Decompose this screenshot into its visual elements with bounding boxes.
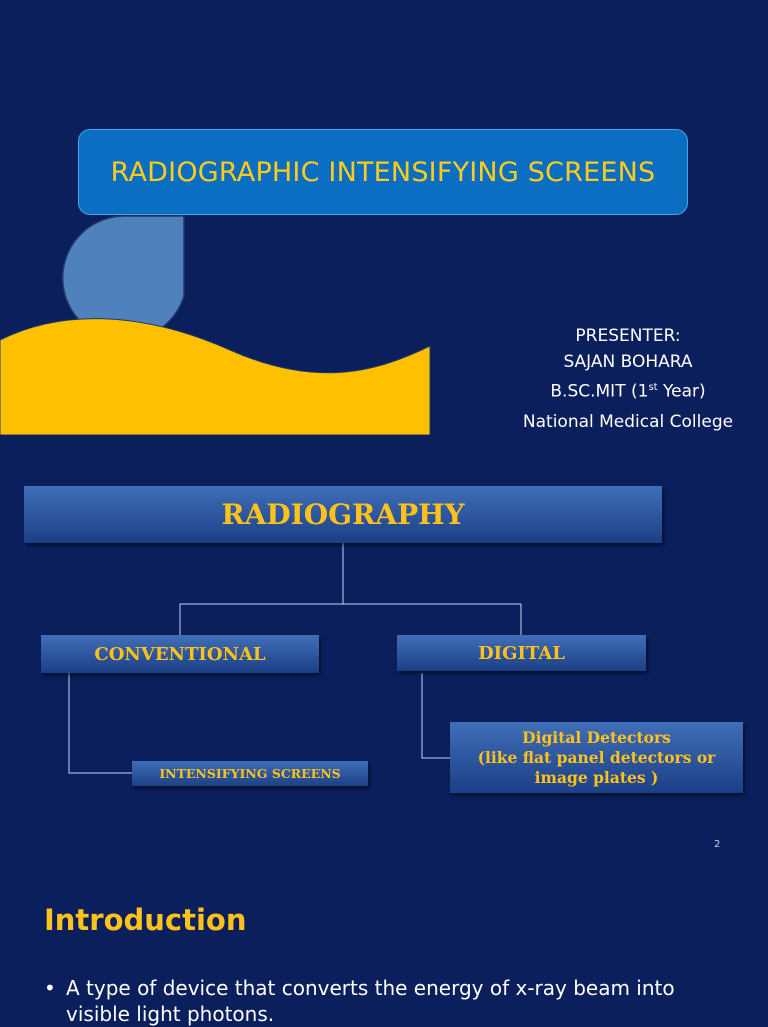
- connector-left-leaf: [68, 673, 132, 774]
- digital-detectors-box: Digital Detectors (like flat panel detec…: [450, 722, 743, 793]
- presenter-label: PRESENTER:: [575, 326, 681, 346]
- slide-title: RADIOGRAPHIC INTENSIFYING SCREENS: [110, 156, 656, 188]
- title-banner: RADIOGRAPHIC INTENSIFYING SCREENS: [78, 129, 688, 215]
- bullet-icon: •: [44, 976, 56, 1000]
- conventional-box: CONVENTIONAL: [41, 635, 319, 673]
- connector-right-leaf: [421, 673, 450, 759]
- introduction-slide: Introduction • A type of device that con…: [0, 865, 768, 1027]
- title-slide: RADIOGRAPHIC INTENSIFYING SCREENS PRESEN…: [0, 0, 768, 455]
- decorative-wave: [0, 318, 431, 435]
- bullet-text: A type of device that converts the energ…: [66, 976, 675, 1026]
- digital-box: DIGITAL: [397, 635, 646, 671]
- presenter-info: PRESENTER: SAJAN BOHARA B.SC.MIT (1st Ye…: [490, 323, 766, 435]
- page-number: 2: [714, 839, 721, 850]
- bullet-list: • A type of device that converts the ene…: [44, 975, 744, 1027]
- hierarchy-slide: RADIOGRAPHY CONVENTIONAL DIGITAL INTENSI…: [0, 455, 768, 865]
- introduction-heading: Introduction: [44, 903, 247, 937]
- list-item: • A type of device that converts the ene…: [44, 975, 744, 1027]
- presenter-course: B.SC.MIT (1st Year): [550, 381, 706, 402]
- radiography-box: RADIOGRAPHY: [24, 486, 662, 543]
- presenter-name: SAJAN BOHARA: [563, 352, 693, 372]
- presenter-college: National Medical College: [522, 411, 734, 432]
- intensifying-screens-box: INTENSIFYING SCREENS: [132, 761, 368, 786]
- decorative-shapes: [0, 215, 431, 435]
- hierarchy-connectors: [68, 543, 522, 774]
